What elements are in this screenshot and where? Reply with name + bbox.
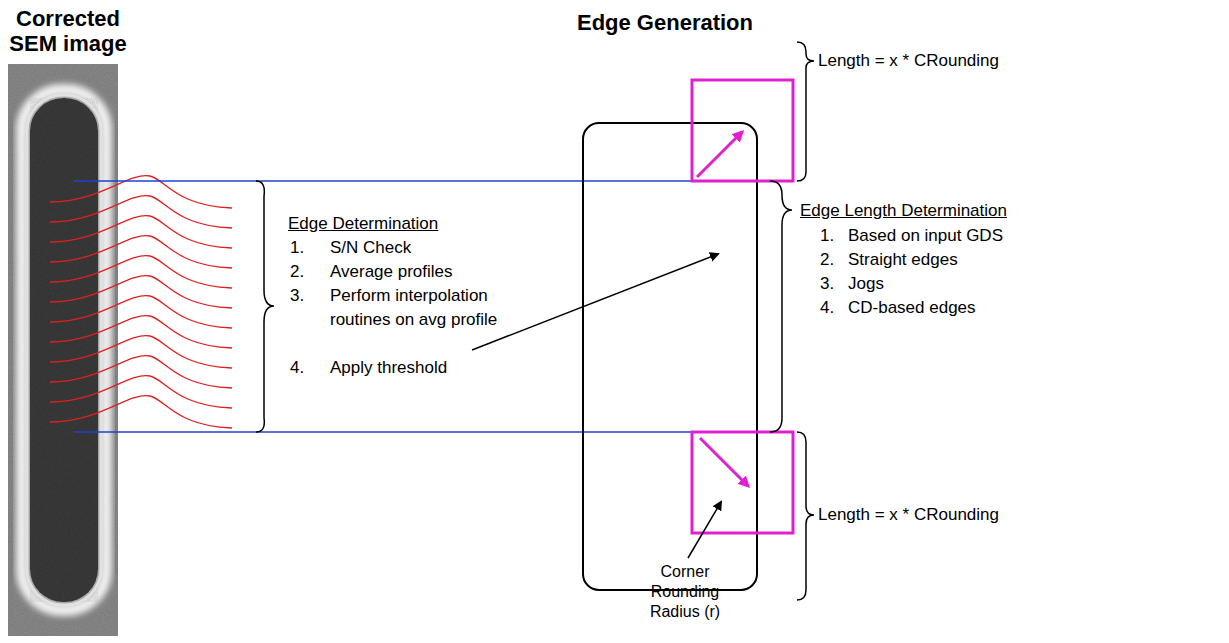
sem-image (8, 64, 118, 636)
brace (797, 42, 814, 181)
list-item: S/N Check (330, 236, 411, 260)
list-heading: Edge Length Determination (800, 199, 1007, 223)
profile-curve (50, 196, 232, 228)
list-item: Based on input GDS (848, 224, 1003, 248)
corner-box (692, 80, 793, 181)
profile-curve (50, 376, 232, 408)
edge-profiles (50, 176, 232, 428)
feature-outline (583, 123, 757, 590)
leader-arrow (688, 502, 721, 558)
profile-curve (50, 316, 232, 348)
pointer-arrow (472, 254, 718, 350)
profile-curve (50, 216, 232, 248)
radius-label: Corner Rounding Radius (r) (628, 562, 742, 622)
list-item: Jogs (848, 272, 884, 296)
list-number: 4. (820, 296, 834, 320)
corner-box (692, 432, 793, 533)
profile-curve (50, 336, 232, 368)
profile-curve (50, 276, 232, 308)
radius-arrow (700, 438, 748, 486)
profile-curve (50, 236, 232, 268)
list-number: 1. (820, 224, 834, 248)
list-item: Apply threshold (330, 356, 447, 380)
list-number: 4. (290, 356, 304, 380)
list-number: 1. (290, 236, 304, 260)
list-number: 3. (820, 272, 834, 296)
brace (770, 181, 792, 432)
profile-curve (50, 296, 232, 328)
list-heading: Edge Determination (288, 212, 438, 236)
list-item: CD-based edges (848, 296, 976, 320)
brace (256, 181, 274, 432)
profile-curve (50, 256, 232, 288)
guide-line (73, 431, 692, 433)
length-label: Length = x * CRounding (818, 503, 999, 527)
list-number: 2. (820, 248, 834, 272)
section-title: Edge Generation (560, 10, 770, 35)
brace (797, 432, 814, 600)
radius-arrow (697, 132, 742, 177)
length-label: Length = x * CRounding (818, 49, 999, 73)
list-number: 2. (290, 260, 304, 284)
list-item: Perform interpolation routines on avg pr… (330, 284, 512, 332)
list-item: Straight edges (848, 248, 958, 272)
guide-line (73, 180, 692, 182)
list-item: Average profiles (330, 260, 453, 284)
list-number: 3. (290, 284, 304, 308)
profile-curve (50, 396, 232, 428)
profile-curve (50, 356, 232, 388)
image-title: Corrected SEM image (8, 6, 128, 56)
